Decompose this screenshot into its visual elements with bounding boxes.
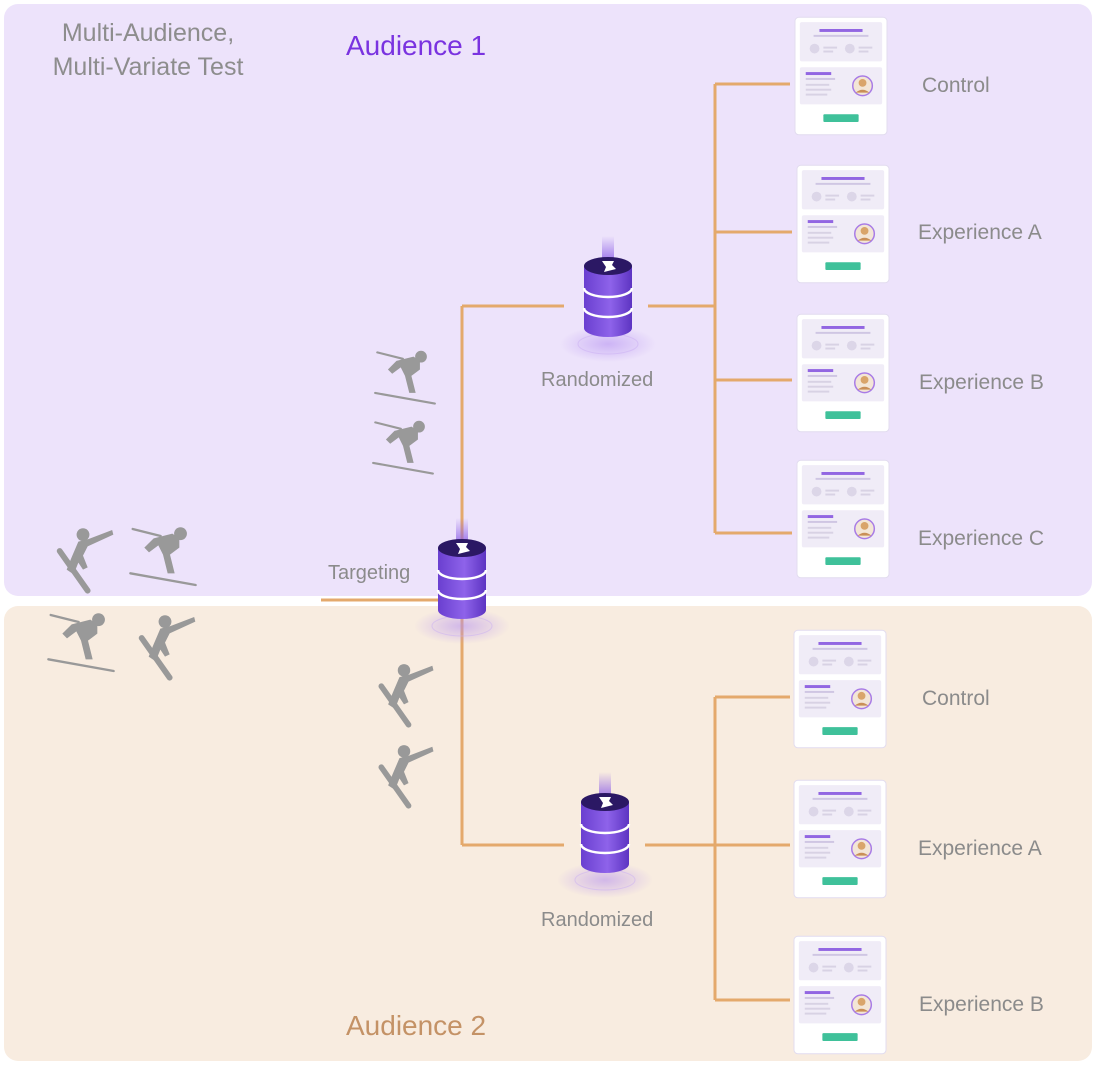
skier-icon: [129, 526, 197, 587]
diagram-title: Multi-Audience, Multi-Variate Test: [52, 19, 244, 81]
snowboarder-icon: [142, 615, 196, 677]
audience-1-variant-pages: [794, 16, 890, 579]
variant-page-icon: [796, 164, 890, 284]
variant-page-icon: [796, 313, 890, 433]
skier-icon: [372, 419, 434, 475]
snowboarder-icon: [381, 745, 433, 806]
audience-2-variant-pages: [793, 629, 887, 1055]
variant-page-icon: [793, 779, 887, 899]
audience-2-crowd: [381, 664, 433, 806]
audience-1-panel: [4, 4, 1092, 596]
audience-2-panel: [4, 606, 1092, 1061]
targeting-node-icon: [412, 518, 512, 646]
snowboarder-icon: [381, 664, 433, 725]
variant-label: Experience A: [918, 221, 1042, 244]
variant-label: Control: [922, 687, 990, 710]
targeting-label: Targeting: [328, 562, 411, 584]
connector-lines: [321, 82, 792, 1002]
skier-icon: [374, 349, 436, 405]
audience-2-variant-labels: Control Experience A Experience B: [918, 687, 1044, 1016]
targeting-crowd: [47, 526, 197, 677]
variant-label: Experience A: [918, 837, 1042, 860]
skier-icon: [47, 612, 115, 673]
audience-2-label: Audience 2: [346, 1010, 487, 1041]
variant-label: Control: [922, 74, 990, 97]
randomizer-1-node-icon: [558, 236, 658, 364]
variant-page-icon: [794, 16, 888, 136]
variant-label: Experience B: [919, 993, 1044, 1016]
audience-1-label: Audience 1: [346, 30, 487, 61]
randomizer-2-node-icon: [555, 772, 655, 900]
variant-label: Experience C: [918, 527, 1044, 550]
audience-1-crowd: [372, 349, 436, 475]
randomizer-2-label: Randomized: [541, 909, 654, 931]
randomizer-1-label: Randomized: [541, 369, 654, 391]
audience-1-variant-labels: Control Experience A Experience B Experi…: [918, 74, 1044, 550]
variant-label: Experience B: [919, 371, 1044, 394]
variant-page-icon: [793, 629, 887, 749]
snowboarder-icon: [60, 528, 114, 590]
variant-page-icon: [796, 459, 890, 579]
variant-page-icon: [793, 935, 887, 1055]
